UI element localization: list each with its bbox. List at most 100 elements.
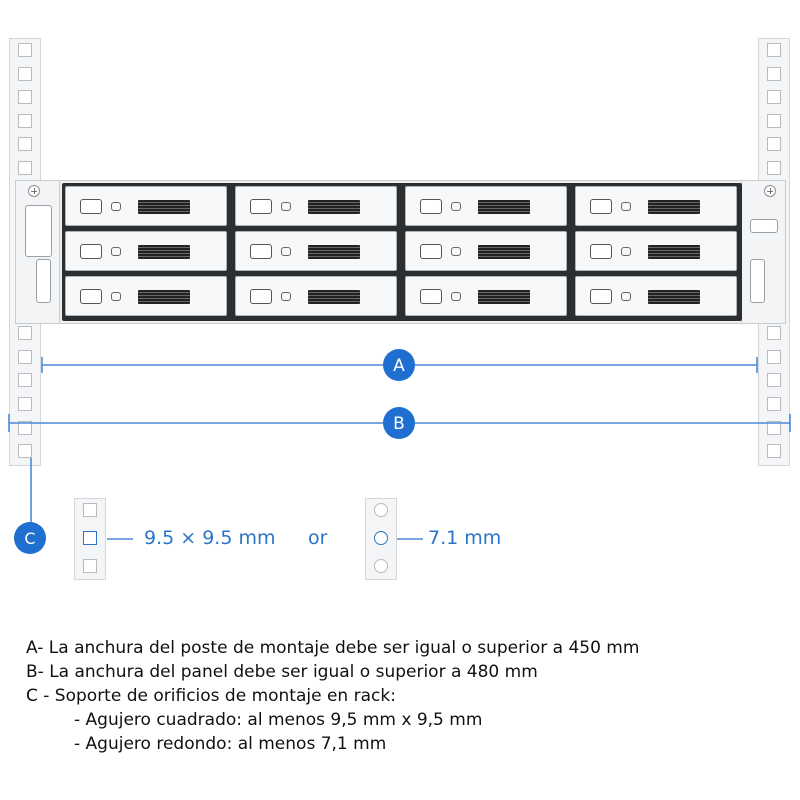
- rail-square-hole: [767, 444, 781, 459]
- square-hole-highlighted: [83, 531, 97, 545]
- left-rack-ear: [15, 180, 60, 324]
- note-b: B- La anchura del panel debe ser igual o…: [26, 662, 538, 682]
- tray-release-button: [420, 289, 442, 304]
- marker-b: B: [383, 407, 415, 439]
- tray-vent-grille: [648, 245, 700, 259]
- tray-release-button: [250, 289, 272, 304]
- tray-vent-grille: [648, 290, 700, 304]
- screw-icon: [764, 185, 776, 197]
- drive-tray: [575, 186, 737, 226]
- rail-square-hole: [767, 137, 781, 152]
- drive-tray: [235, 231, 397, 271]
- tray-release-button: [590, 289, 612, 304]
- rail-square-hole: [767, 161, 781, 175]
- status-led-icon: [451, 292, 461, 301]
- rail-square-hole: [767, 397, 781, 411]
- drive-tray: [405, 231, 567, 271]
- note-c-square: - Agujero cuadrado: al menos 9,5 mm x 9,…: [74, 710, 483, 730]
- drive-tray: [405, 276, 567, 316]
- tray-vent-grille: [138, 290, 190, 304]
- note-c-round: - Agujero redondo: al menos 7,1 mm: [74, 734, 387, 754]
- rail-square-hole: [767, 43, 781, 57]
- tray-vent-grille: [478, 290, 530, 304]
- tray-release-button: [590, 244, 612, 259]
- drive-tray: [235, 276, 397, 316]
- marker-a-label: A: [393, 356, 405, 376]
- note-c: C - Soporte de orificios de montaje en r…: [26, 686, 396, 706]
- drive-tray: [65, 186, 227, 226]
- marker-c-label: C: [24, 529, 35, 548]
- status-led-icon: [281, 292, 291, 301]
- right-latch: [750, 259, 765, 303]
- requirements-notes: A- La anchura del poste de montaje debe …: [26, 636, 639, 756]
- status-led-icon: [621, 292, 631, 301]
- status-led-icon: [621, 202, 631, 211]
- status-led-icon: [111, 292, 121, 301]
- tray-vent-grille: [478, 200, 530, 214]
- rail-square-hole: [767, 113, 781, 128]
- round-hole: [374, 503, 388, 517]
- rail-square-hole: [18, 373, 32, 388]
- tray-release-button: [590, 199, 612, 214]
- rail-square-hole: [18, 66, 32, 81]
- rail-square-hole: [18, 137, 32, 152]
- tray-release-button: [80, 199, 102, 214]
- square-hole: [83, 559, 97, 573]
- status-led-icon: [111, 247, 121, 256]
- tray-vent-grille: [138, 245, 190, 259]
- square-hole-strip: [74, 498, 106, 580]
- tray-vent-grille: [648, 200, 700, 214]
- tray-release-button: [80, 289, 102, 304]
- status-led-icon: [451, 247, 461, 256]
- tray-vent-grille: [308, 290, 360, 304]
- rail-square-hole: [18, 444, 32, 459]
- left-latch: [36, 259, 51, 303]
- marker-a: A: [383, 349, 415, 381]
- marker-c: C: [14, 522, 46, 554]
- round-hole-strip: [365, 498, 397, 580]
- rail-square-hole: [767, 66, 781, 81]
- round-hole-size-label: 7.1 mm: [428, 527, 502, 549]
- rail-square-hole: [18, 397, 32, 411]
- drive-tray: [575, 276, 737, 316]
- screw-icon: [28, 185, 40, 197]
- tray-release-button: [250, 199, 272, 214]
- tray-vent-grille: [478, 245, 530, 259]
- tray-release-button: [80, 244, 102, 259]
- right-handle: [750, 219, 778, 233]
- round-hole-highlighted: [374, 531, 388, 545]
- or-label: or: [308, 527, 328, 549]
- rail-square-hole: [767, 90, 781, 105]
- drive-tray: [405, 186, 567, 226]
- drive-tray: [575, 231, 737, 271]
- drive-tray: [65, 231, 227, 271]
- square-hole: [83, 503, 97, 517]
- status-led-icon: [621, 247, 631, 256]
- drive-tray: [65, 276, 227, 316]
- rail-square-hole: [767, 349, 781, 364]
- rail-square-hole: [18, 43, 32, 57]
- rail-square-hole: [767, 326, 781, 341]
- drive-bay-area: [62, 183, 742, 321]
- drive-tray: [235, 186, 397, 226]
- status-led-icon: [451, 202, 461, 211]
- tray-release-button: [420, 199, 442, 214]
- note-a: A- La anchura del poste de montaje debe …: [26, 638, 640, 658]
- tray-vent-grille: [138, 200, 190, 214]
- tray-release-button: [250, 244, 272, 259]
- rail-square-hole: [18, 349, 32, 364]
- tray-release-button: [420, 244, 442, 259]
- status-led-icon: [111, 202, 121, 211]
- rail-square-hole: [18, 420, 32, 435]
- marker-b-label: B: [393, 414, 405, 434]
- round-hole: [374, 559, 388, 573]
- left-handle: [25, 205, 52, 257]
- rail-square-hole: [767, 373, 781, 388]
- rail-square-hole: [18, 90, 32, 105]
- tray-vent-grille: [308, 200, 360, 214]
- tray-vent-grille: [308, 245, 360, 259]
- rail-square-hole: [18, 326, 32, 341]
- status-led-icon: [281, 247, 291, 256]
- right-rack-ear: [741, 180, 786, 324]
